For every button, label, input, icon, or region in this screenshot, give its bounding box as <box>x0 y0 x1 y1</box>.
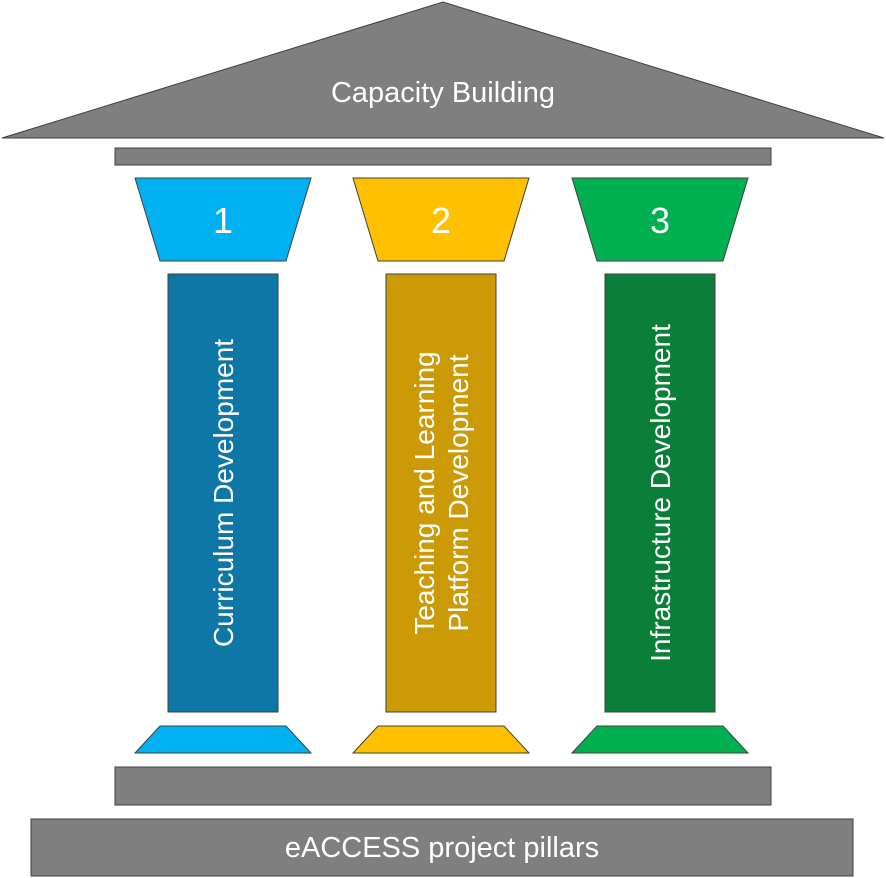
pillar-number: 2 <box>431 200 451 241</box>
pillar-shaft <box>604 273 716 713</box>
pillar-capital <box>134 177 312 262</box>
pillar-shaft <box>385 273 497 713</box>
architrave-bar <box>114 147 772 166</box>
pillar-capital <box>352 177 530 262</box>
pillar-label-line: Teaching and Learning <box>409 351 440 634</box>
stylobate-bar <box>114 766 772 806</box>
pillar-label: Curriculum Development <box>208 339 239 647</box>
pillar-label-line: Infrastructure Development <box>645 324 676 662</box>
pillar-base <box>133 725 313 754</box>
base-label: eACCESS project pillars <box>285 832 599 864</box>
pillar-base <box>570 725 750 754</box>
base-bar <box>30 818 854 877</box>
pillar-shaft <box>167 273 279 713</box>
pillar-capital <box>571 177 749 262</box>
roof-label: Capacity Building <box>331 77 555 109</box>
pillar-number: 1 <box>213 200 233 241</box>
roof-shape <box>1 1 885 139</box>
pillar-label-line: Platform Development <box>443 354 474 631</box>
pillar-label-line: Curriculum Development <box>208 339 239 647</box>
pillar-base <box>351 725 531 754</box>
pillar-label: Infrastructure Development <box>645 324 676 662</box>
pillar-number: 3 <box>650 200 670 241</box>
